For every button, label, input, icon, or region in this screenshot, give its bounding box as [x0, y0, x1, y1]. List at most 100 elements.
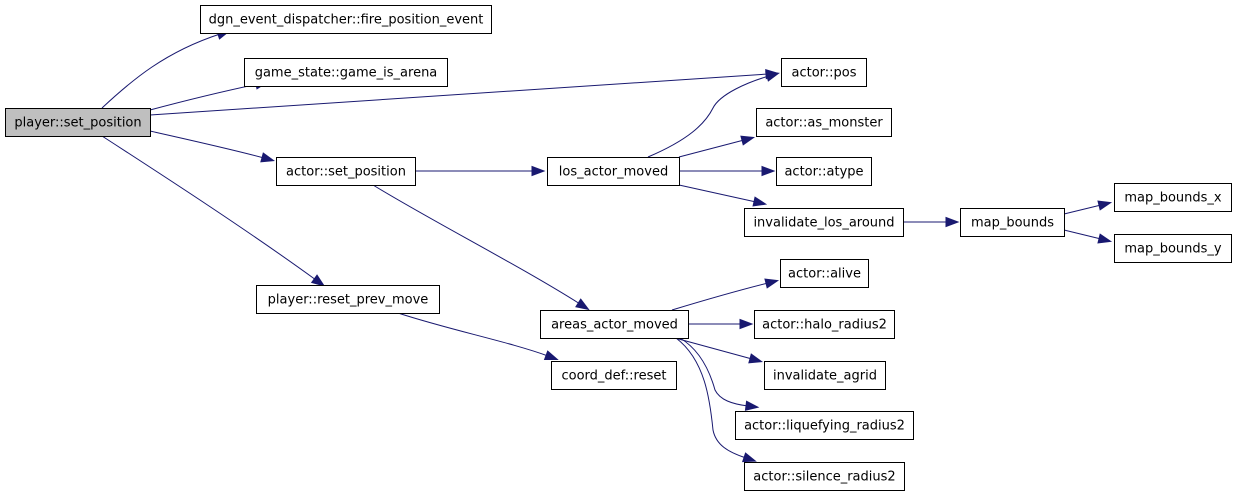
node-actor-atype[interactable]: actor::atype	[776, 157, 872, 186]
node-game-is-arena[interactable]: game_state::game_is_arena	[244, 58, 448, 87]
edge-invalidate-los-around-to-map-bounds	[903, 216, 960, 228]
node-box	[1114, 234, 1232, 263]
node-actor-alive[interactable]: actor::alive	[780, 259, 869, 288]
edge-los-actor-moved-to-actor-atype	[679, 165, 776, 177]
edge-line	[101, 33, 221, 109]
nodes-layer: player::set_position dgn_event_dispatcher…	[5, 5, 1232, 491]
edge-map-bounds-to-map-bounds-y	[1063, 229, 1113, 244]
node-player-reset-prev-move[interactable]: player::reset_prev_move	[256, 285, 440, 314]
node-invalidate-los-around[interactable]: invalidate_los_around	[744, 208, 904, 237]
node-label: invalidate_agrid	[773, 369, 877, 384]
edge-los-actor-moved-to-actor-pos	[647, 71, 780, 158]
arrowhead	[945, 216, 960, 228]
edge-line	[101, 135, 317, 281]
node-label: actor::alive	[788, 267, 861, 282]
node-invalidate-agrid[interactable]: invalidate_agrid	[764, 361, 886, 390]
edge-player-reset-prev-move-to-coord-def-reset	[397, 312, 559, 361]
edge-areas-actor-moved-to-actor-silence-radius2	[675, 337, 757, 463]
node-actor-halo-radius2[interactable]: actor::halo_radius2	[754, 310, 895, 339]
edge-line	[149, 83, 259, 111]
node-box	[200, 5, 492, 34]
edge-line	[397, 312, 549, 357]
node-label: map_bounds_y	[1124, 242, 1222, 257]
node-label: invalidate_los_around	[753, 216, 894, 231]
edge-line	[1063, 204, 1102, 215]
node-label: actor::liquefying_radius2	[744, 419, 905, 434]
node-box	[1114, 183, 1232, 212]
edge-player-set-position-to-dgn-fire	[101, 29, 231, 109]
edge-line	[675, 337, 747, 459]
arrowhead	[543, 350, 559, 361]
edge-areas-actor-moved-to-invalidate-agrid	[674, 337, 764, 364]
edge-line	[149, 73, 769, 116]
node-los-actor-moved[interactable]: los_actor_moved	[547, 157, 680, 186]
node-box	[776, 157, 872, 186]
node-label: player::set_position	[14, 116, 141, 131]
node-label: game_state::game_is_arena	[255, 66, 438, 81]
arrowhead	[761, 165, 776, 177]
edge-line	[678, 139, 745, 158]
node-box	[756, 108, 892, 137]
edge-areas-actor-moved-to-actor-alive	[671, 278, 780, 311]
arrowhead	[739, 318, 754, 330]
node-label: map_bounds_x	[1124, 191, 1222, 206]
node-map-bounds[interactable]: map_bounds	[960, 208, 1065, 237]
edge-player-set-position-to-actor-set-position	[149, 130, 276, 163]
edge-map-bounds-to-map-bounds-x	[1063, 200, 1113, 215]
node-box	[276, 157, 416, 186]
arrowhead	[310, 274, 326, 287]
edges-layer	[101, 29, 1113, 463]
node-label: dgn_event_dispatcher::fire_position_even…	[209, 13, 484, 28]
node-box	[780, 259, 869, 288]
edge-los-actor-moved-to-actor-as-monster	[678, 135, 756, 158]
node-box	[960, 208, 1065, 237]
edge-actor-set-position-to-areas-actor-moved	[372, 184, 590, 311]
node-actor-silence-radius2[interactable]: actor::silence_radius2	[744, 462, 905, 491]
node-map-bounds-x[interactable]: map_bounds_x	[1114, 183, 1232, 212]
edge-line	[149, 130, 265, 159]
node-dgn-fire[interactable]: dgn_event_dispatcher::fire_position_even…	[200, 5, 492, 34]
node-coord-def-reset[interactable]: coord_def::reset	[551, 361, 677, 390]
node-actor-as-monster[interactable]: actor::as_monster	[756, 108, 892, 137]
node-areas-actor-moved[interactable]: areas_actor_moved	[540, 310, 689, 339]
node-player-set-position[interactable]: player::set_position	[5, 108, 151, 137]
node-label: map_bounds	[971, 216, 1054, 231]
node-map-bounds-y[interactable]: map_bounds_y	[1114, 234, 1232, 263]
node-label: actor::silence_radius2	[753, 470, 895, 485]
node-box	[540, 310, 689, 339]
node-actor-set-position[interactable]: actor::set_position	[276, 157, 416, 186]
arrowhead	[744, 400, 760, 411]
arrowhead	[741, 452, 757, 463]
arrowhead	[764, 278, 780, 289]
node-actor-liquefying-radius2[interactable]: actor::liquefying_radius2	[735, 411, 914, 440]
node-actor-pos[interactable]: actor::pos	[781, 58, 867, 87]
edge-line	[1063, 229, 1102, 240]
node-label: areas_actor_moved	[551, 318, 678, 333]
arrowhead	[1097, 233, 1113, 244]
node-label: actor::halo_radius2	[762, 318, 887, 333]
arrowhead	[575, 298, 590, 311]
node-box	[781, 58, 867, 87]
arrowhead	[752, 196, 768, 207]
node-box	[764, 361, 886, 390]
node-label: actor::as_monster	[765, 116, 883, 131]
node-label: actor::atype	[784, 165, 863, 180]
edge-line	[671, 282, 769, 311]
arrowhead	[748, 353, 764, 364]
edge-line	[647, 75, 770, 158]
node-box	[551, 361, 677, 390]
node-box	[744, 462, 905, 491]
node-label: player::reset_prev_move	[268, 293, 429, 308]
edge-player-set-position-to-player-reset-prev-move	[101, 135, 326, 287]
edge-line	[674, 337, 753, 360]
node-box	[256, 285, 440, 314]
node-box	[735, 411, 914, 440]
edge-line	[678, 184, 757, 203]
arrowhead	[765, 71, 780, 82]
edge-areas-actor-moved-to-actor-halo-radius2	[688, 318, 754, 330]
node-box	[244, 58, 448, 87]
edge-los-actor-moved-to-invalidate-los-around	[678, 184, 768, 207]
edge-line	[372, 184, 581, 305]
edge-areas-actor-moved-to-actor-liquefying-radius2	[679, 337, 760, 411]
